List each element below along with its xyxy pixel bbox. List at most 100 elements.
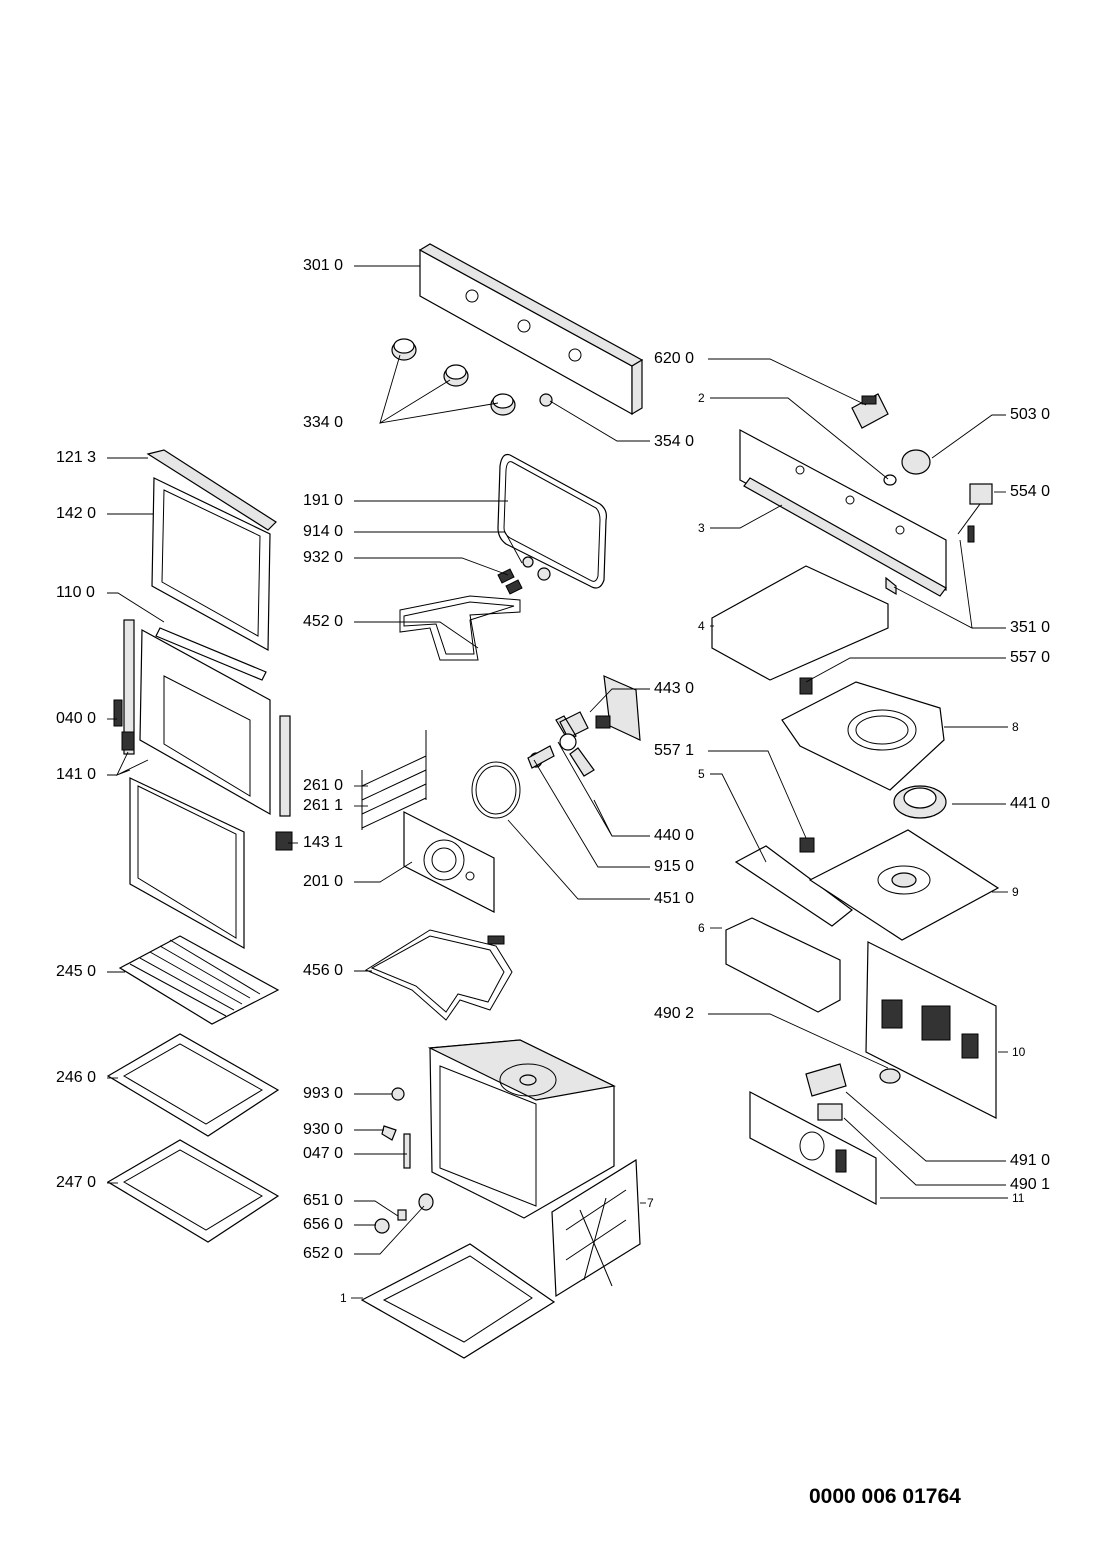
side-rails-part [361, 730, 427, 830]
drip-pan-part [106, 1139, 280, 1243]
fan-cover-part [403, 811, 495, 913]
leader-line-p440 [557, 741, 650, 837]
leader-line-p490b [708, 1013, 889, 1069]
back-panel-part [551, 1158, 641, 1298]
part-label-p930: 930 0 [303, 1121, 343, 1138]
part-label-p652: 652 0 [303, 1245, 343, 1262]
part-label-p620: 620 0 [654, 350, 694, 367]
part-label-p490b: 490 2 [654, 1005, 694, 1022]
top-plate-part [711, 565, 897, 681]
part-label-p557b: 557 1 [654, 742, 694, 759]
part-label-p441: 441 0 [1010, 795, 1050, 812]
part-label-p246: 246 0 [56, 1069, 96, 1086]
part-label-p443: 443 0 [654, 680, 694, 697]
part-label-p191: 191 0 [303, 492, 343, 509]
door-glass-part [146, 449, 277, 681]
document-code: 0000 006 01764 [809, 1485, 961, 1508]
part-label-p5: 5 [698, 767, 705, 781]
lower-element-part [364, 929, 513, 1021]
part-label-p121: 121 3 [56, 449, 96, 466]
leader-line-p354 [549, 400, 650, 442]
leader-line-p932 [354, 557, 509, 576]
part-label-p503: 503 0 [1010, 406, 1050, 423]
leader-line-p452 [354, 621, 479, 649]
part-label-p143: 143 1 [303, 834, 343, 851]
baking-tray-part [106, 1033, 280, 1137]
leader-line-p651 [354, 1200, 399, 1217]
leader-lines [107, 265, 1008, 1299]
part-label-p490a: 490 1 [1010, 1176, 1050, 1193]
part-label-p351: 351 0 [1010, 619, 1050, 636]
part-label-p141: 141 0 [56, 766, 96, 783]
leader-line-p5 [710, 773, 767, 863]
part-label-p915: 915 0 [654, 858, 694, 875]
part-label-p651: 651 0 [303, 1192, 343, 1209]
part-label-p142: 142 0 [56, 505, 96, 522]
leader-line-p201 [354, 861, 413, 883]
knob-part [391, 338, 553, 416]
timer-503-part [883, 449, 931, 486]
grill-element-part [399, 556, 551, 661]
part-label-p201: 201 0 [303, 873, 343, 890]
part-label-p6: 6 [698, 921, 705, 935]
part-label-p247: 247 0 [56, 1174, 96, 1191]
control-panel-part [418, 243, 644, 416]
cooling-fan-part [893, 785, 947, 819]
leader-line-p110 [107, 592, 165, 623]
part-label-p4: 4 [698, 619, 705, 633]
part-label-p047: 047 0 [303, 1145, 343, 1162]
part-label-p245: 245 0 [56, 963, 96, 980]
leader-line-p914 [354, 531, 523, 564]
part-label-p554: 554 0 [1010, 483, 1050, 500]
part-label-p9: 9 [1012, 885, 1019, 899]
part-label-p451: 451 0 [654, 890, 694, 907]
part-label-p8: 8 [1012, 720, 1019, 734]
fan-housing-part [781, 677, 945, 791]
part-label-p7: 7 [647, 1196, 654, 1210]
part-label-p301: 301 0 [303, 257, 343, 274]
leader-line-p141 [107, 751, 149, 776]
cooling-duct-part [725, 837, 853, 1013]
part-label-p452: 452 0 [303, 613, 343, 630]
oven-cavity-part [427, 1039, 616, 1219]
wire-rack-part [118, 935, 280, 1025]
part-label-p914: 914 0 [303, 523, 343, 540]
thermostat-554-part [957, 483, 993, 543]
part-label-p11: 11 [1012, 1191, 1025, 1205]
part-label-p2: 2 [698, 391, 705, 405]
lower-rear-panel-part [749, 1091, 877, 1205]
leader-line-p334 [379, 354, 499, 424]
leader-line-p503 [931, 414, 1006, 459]
rear-panel-part [865, 941, 997, 1119]
leader-line-p3 [710, 504, 783, 529]
part-label-p040: 040 0 [56, 710, 96, 727]
bottom-plate-part [360, 1243, 556, 1359]
base-plate-part [808, 829, 1000, 941]
part-label-p440: 440 0 [654, 827, 694, 844]
leader-line-p443 [589, 688, 650, 713]
part-label-p334: 334 0 [303, 414, 343, 431]
part-label-p557a: 557 0 [1010, 649, 1050, 666]
door-seal-part [497, 453, 607, 589]
part-label-p354: 354 0 [654, 433, 694, 450]
inner-door-glass-part [129, 777, 245, 950]
part-label-p3: 3 [698, 521, 705, 535]
part-label-p261b: 261 1 [303, 797, 343, 814]
part-label-p456: 456 0 [303, 962, 343, 979]
door-frame-part [113, 619, 293, 851]
leader-line-p557b [708, 750, 807, 839]
leader-line-p915 [533, 759, 650, 868]
part-label-p10: 10 [1012, 1045, 1026, 1059]
leader-line-p451 [507, 819, 650, 900]
leader-line-p351 [893, 539, 1006, 629]
part-label-p1: 1 [340, 1291, 347, 1305]
control-bracket-part [739, 428, 947, 597]
part-label-p656: 656 0 [303, 1216, 343, 1233]
leader-line-p652 [354, 1205, 425, 1255]
part-label-p932: 932 0 [303, 549, 343, 566]
leader-line-p2 [710, 397, 889, 480]
leader-line-p491 [845, 1091, 1006, 1162]
part-label-p491: 491 0 [1010, 1152, 1050, 1169]
part-labels: 301 0 334 0 354 0 191 0 914 0 932 0 452 0 2 6 1 0… [56, 257, 1050, 1305]
